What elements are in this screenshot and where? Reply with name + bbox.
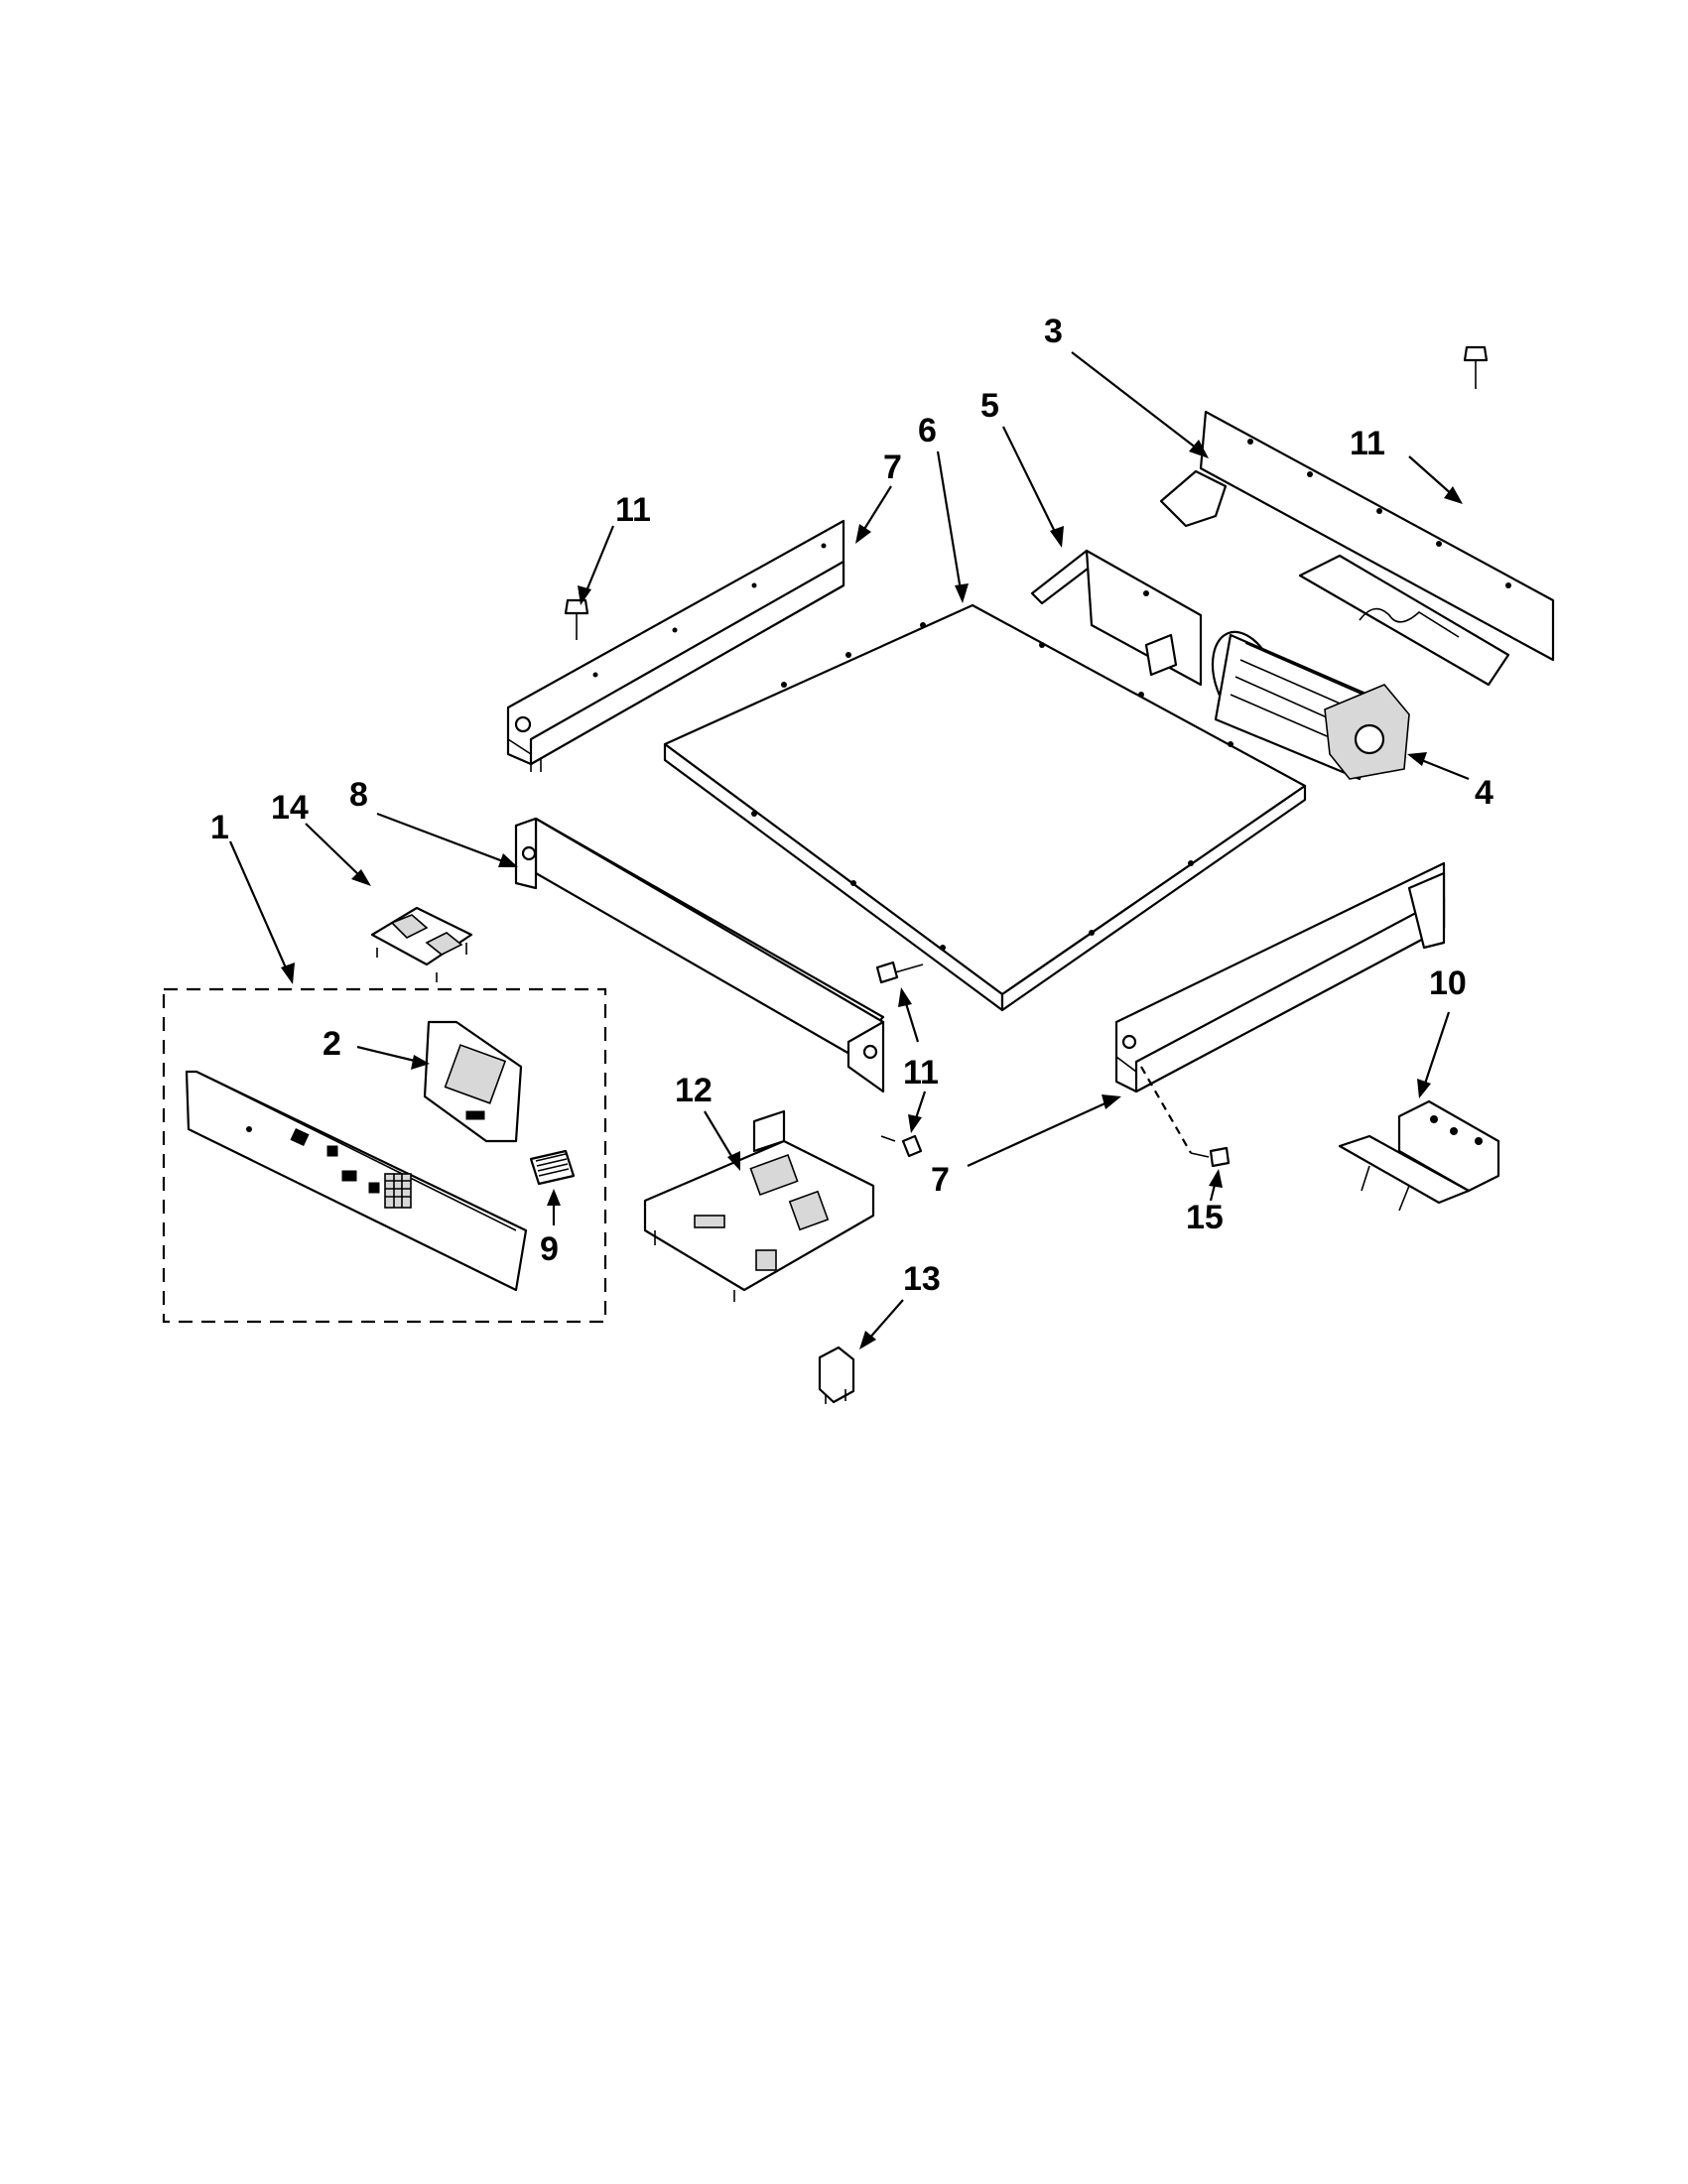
leader-lines: [228, 351, 1470, 1349]
callout-11b: 11: [1350, 425, 1385, 462]
part-top-panel: [663, 603, 1307, 1012]
part-blower-motor: [1211, 630, 1410, 781]
callout-13: 13: [903, 1260, 941, 1298]
callout-10: 10: [1429, 964, 1467, 1002]
keypad-grid: [384, 1173, 412, 1209]
callout-12: 12: [675, 1072, 713, 1109]
assembly-group-box: [162, 987, 607, 1324]
screw-11-lower: [880, 1134, 923, 1158]
callout-11a: 11: [615, 491, 651, 529]
callout-3: 3: [1044, 313, 1063, 350]
part-side-rail-lower: [1114, 861, 1446, 1093]
callout-11c: 11: [903, 1054, 939, 1092]
part-rear-bracket: [1159, 410, 1555, 687]
screw-11-center: [875, 961, 924, 984]
callout-labels: 1 2 3 4 5 6 7 7 8 9 10 11 11 11 12 13 14…: [210, 313, 1493, 1298]
part-display-board: [423, 1020, 523, 1143]
screw-15: [1140, 1066, 1231, 1168]
callout-1: 1: [210, 809, 229, 846]
callout-6: 6: [918, 412, 937, 450]
callout-7a: 7: [883, 449, 902, 486]
callout-9: 9: [540, 1230, 559, 1268]
callout-4: 4: [1475, 774, 1493, 812]
part-side-rail-upper: [506, 519, 845, 772]
callout-2: 2: [323, 1025, 341, 1063]
part-keypad-membrane: [529, 1149, 576, 1186]
part-control-board-housing: [643, 1109, 875, 1302]
screw-11-right: [1463, 345, 1489, 389]
part-control-panel: [185, 1070, 528, 1292]
callout-5: 5: [980, 387, 999, 425]
callout-7b: 7: [931, 1161, 950, 1199]
callout-14: 14: [271, 789, 309, 827]
part-support-bracket: [1338, 1099, 1500, 1212]
part-fan-bracket: [1030, 549, 1203, 687]
part-relay: [818, 1346, 855, 1404]
callout-15: 15: [1186, 1199, 1224, 1236]
part-power-supply-board: [370, 906, 473, 982]
callout-8: 8: [349, 776, 368, 814]
part-front-rail: [514, 817, 885, 1093]
screw-11-left: [564, 598, 589, 640]
